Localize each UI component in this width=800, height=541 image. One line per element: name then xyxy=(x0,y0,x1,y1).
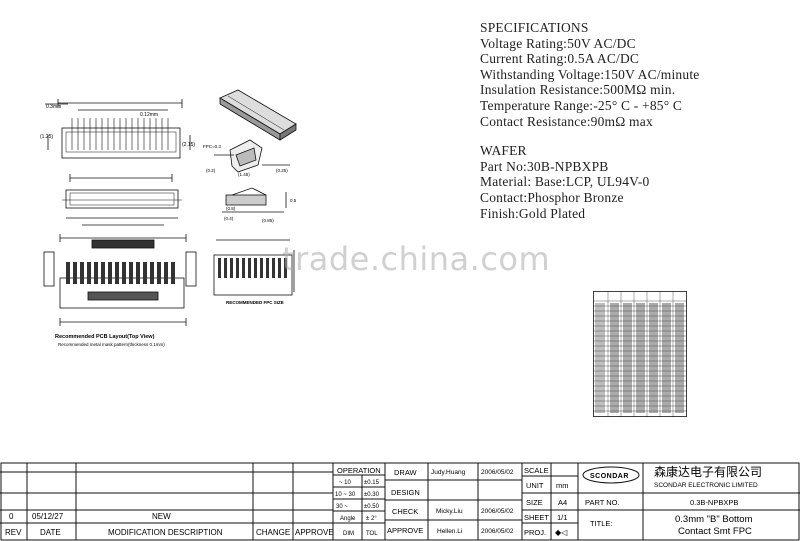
check-label: CHECK xyxy=(392,507,418,516)
sheet-value: 1/1 xyxy=(557,513,567,522)
draw-date: 2006/05/02 xyxy=(481,469,514,476)
spec-line: Contact Resistance:90mΩ max xyxy=(480,113,653,129)
title-line-1: 0.3mm "B" Bottom xyxy=(675,514,753,525)
approve-name: Hellen.Li xyxy=(437,528,462,535)
company-name-cn: 森康达电子有限公司 xyxy=(654,464,762,479)
part-no-label: PART NO. xyxy=(585,498,620,507)
spec-line: Temperature Range:-25° C - +85° C xyxy=(480,97,683,113)
change-header: CHANGE xyxy=(256,528,290,537)
dim-label: (0.4) xyxy=(224,216,234,221)
approve-label: APPROVE xyxy=(387,526,423,535)
technical-drawing: 0.3mm (1.25) (2.15) 0.12mm FPC=0.3 (0.2)… xyxy=(40,89,297,347)
company-logo-text: SCONDAR xyxy=(590,473,629,480)
company-logo-icon xyxy=(582,466,640,484)
tol-range: 10 ~ 30 xyxy=(335,492,356,498)
description-header: MODIFICATION DESCRIPTION xyxy=(108,528,223,537)
tol-range: Angle xyxy=(340,516,356,522)
wafer-heading: WAFER xyxy=(480,143,527,159)
dim-label: (0.25) xyxy=(276,168,288,173)
check-name: Micky.Liu xyxy=(436,508,463,515)
sheet-label: SHEET xyxy=(524,513,549,522)
tol-range: 30 ~ xyxy=(336,504,348,510)
dim-label: 0.3mm xyxy=(46,104,61,110)
title-label: TITLE: xyxy=(590,519,613,528)
wafer-line: Part No:30B-NPBXPB xyxy=(480,158,609,174)
dim-label: (2.15) xyxy=(182,142,195,148)
part-no-value: 0.3B-NPBXPB xyxy=(690,498,738,507)
company-name-en: SCONDAR ELECTRONIC LIMITED xyxy=(654,482,758,489)
tol-range: ~ 10 xyxy=(339,480,352,486)
tol-value: ±0.50 xyxy=(364,504,380,510)
specifications-block: SPECIFICATIONS Voltage Rating:50V AC/DC … xyxy=(480,20,699,221)
dim-label: (1.45) xyxy=(238,172,250,177)
approve-date: 2006/05/02 xyxy=(481,528,514,535)
spec-line: Voltage Rating:50V AC/DC xyxy=(480,35,636,51)
watermark: trade.china.com xyxy=(282,240,551,278)
connector-side-detail xyxy=(214,139,290,213)
pcb-layout xyxy=(43,234,197,326)
connector-top-view xyxy=(45,99,191,182)
draw-name: Judy.Huang xyxy=(431,469,466,476)
design-label: DESIGN xyxy=(391,488,420,497)
dim-label: (0.8) xyxy=(226,206,236,211)
spec-line: Withstanding Voltage:150V AC/minute xyxy=(480,66,700,82)
unit-label: UNIT xyxy=(526,481,544,490)
dim-label: 0.12mm xyxy=(140,112,158,118)
rev-value: 0 xyxy=(9,512,14,521)
dimension-table xyxy=(593,291,687,417)
tol-value: ±0.15 xyxy=(364,480,380,486)
rev-header: REV xyxy=(5,528,22,537)
tol-label: TOL xyxy=(366,531,378,537)
fpc-label: FPC=0.3 xyxy=(203,144,221,149)
pcb-layout-caption: Recommended PCB Layout(Top View) xyxy=(55,334,155,340)
operation-label: OPERATION xyxy=(337,466,381,475)
metal-mask-caption: Recommended metal mask pattern(thickness… xyxy=(58,342,165,347)
tol-value: ±0.30 xyxy=(364,492,380,498)
wafer-line: Material: Base:LCP, UL94V-0 xyxy=(480,174,650,190)
rev-date-value: 05/12/27 xyxy=(32,512,64,521)
date-header: DATE xyxy=(40,528,61,537)
title-block: 0 05/12/27 NEW REV DATE MODIFICATION DES… xyxy=(0,462,800,541)
dim-label: 0.5 xyxy=(290,198,297,203)
size-value: A4 xyxy=(558,498,567,507)
tol-value: ± 2° xyxy=(366,516,377,522)
dim-label: (1.25) xyxy=(40,134,53,140)
specifications-heading: SPECIFICATIONS xyxy=(480,20,589,35)
unit-value: mm xyxy=(556,481,569,490)
check-date: 2006/05/02 xyxy=(481,508,514,515)
connector-isometric xyxy=(219,89,297,141)
dim-label: (0.2) xyxy=(206,168,216,173)
connector-front-view xyxy=(62,189,182,226)
rev-description-value: NEW xyxy=(152,512,171,521)
fpc-size-caption: RECOMMENDED FPC SIZE xyxy=(226,300,284,305)
proj-label: PROJ. xyxy=(524,528,546,537)
wafer-line: Finish:Gold Plated xyxy=(480,205,586,221)
draw-label: DRAW xyxy=(394,468,418,477)
spec-line: Insulation Resistance:500MΩ min. xyxy=(480,82,676,98)
title-line-2: Contact Smt FPC xyxy=(678,526,752,537)
spec-line: Current Rating:0.5A AC/DC xyxy=(480,51,640,67)
scale-label: SCALE xyxy=(524,466,549,475)
dim-label: DIM xyxy=(343,531,354,537)
approve-header: APPROVE xyxy=(295,528,334,537)
size-label: SIZE xyxy=(526,498,543,507)
wafer-line: Contact:Phosphor Bronze xyxy=(480,189,624,205)
dim-label: (0.85) xyxy=(262,218,274,223)
fpc-size-drawing xyxy=(213,239,295,296)
proj-symbol: ◆◁ xyxy=(555,528,568,537)
